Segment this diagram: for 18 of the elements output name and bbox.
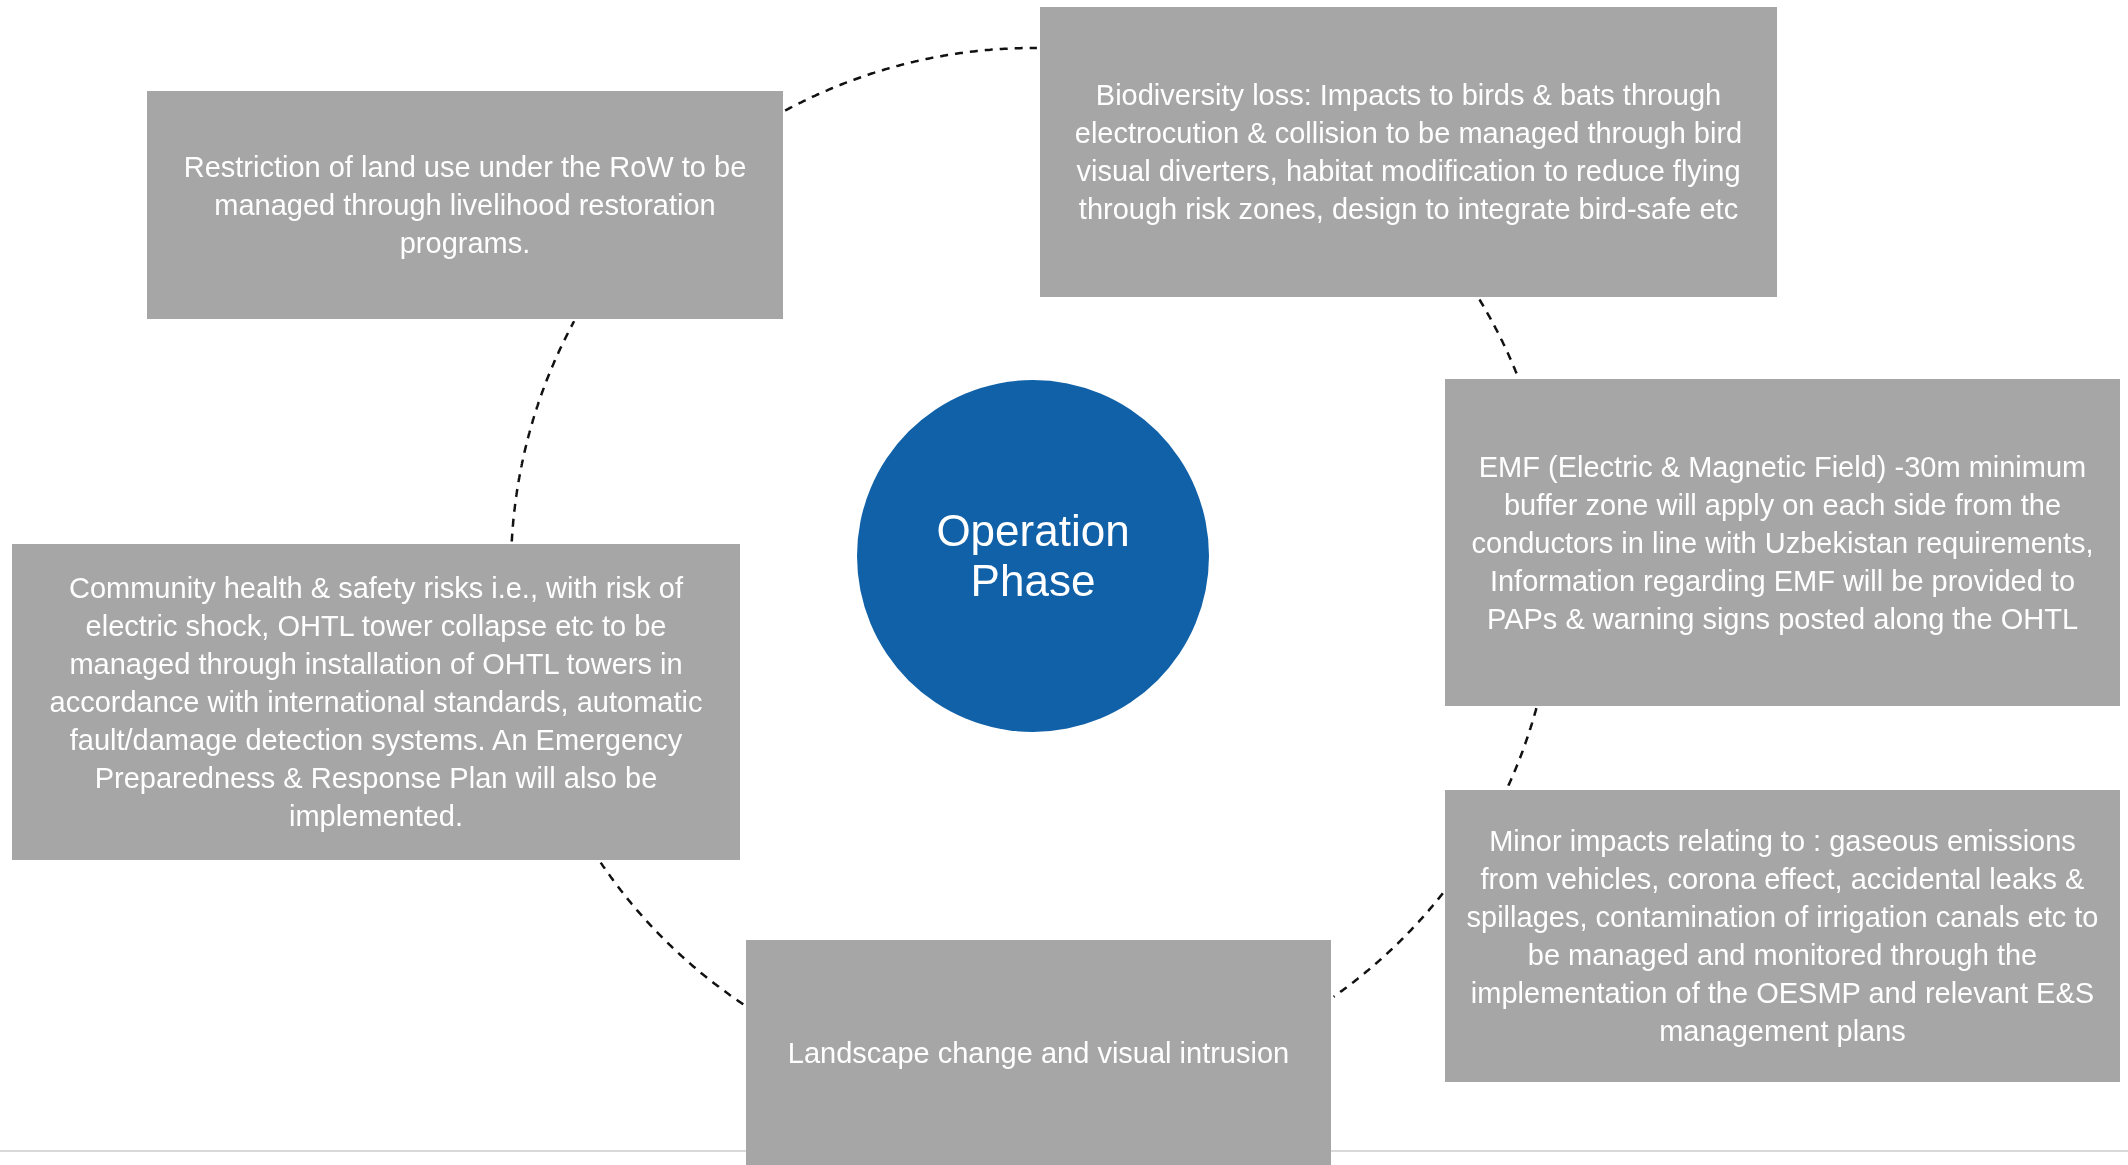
dashed-connector <box>1506 707 1538 789</box>
impact-text: Landscape change and visual intrusion <box>787 1035 1290 1071</box>
impact-text: Restriction of land use under the RoW to be managed through livelihood restoration programs. <box>182 150 748 261</box>
dashed-connector <box>599 861 744 1006</box>
impact-text: Biodiversity loss: Impacts to birds & bats through electrocution & collision to be managed through bird visual diverters, habitat modification to reduce flying through risk zones, design to integrate bird-safe etc <box>1073 78 1744 227</box>
impact-box <box>1040 7 1777 297</box>
impact-text: EMF (Electric & Magnetic Field) -30m minimum buffer zone will apply on each side from the conductors in line with Uzbekistan requirements, Information regarding EMF will be provided to PAPs & warning signs posted along the OHTL <box>1470 449 2095 637</box>
impact-box <box>1445 379 2120 706</box>
impact-box <box>12 544 740 860</box>
dashed-connector <box>510 320 576 543</box>
dashed-connector <box>1332 892 1444 998</box>
impact-text: Community health & safety risks i.e., with risk of electric shock, OHTL tower collapse etc to be managed through installation of OHTL towers in accordance with international standards, automatic fault/damage detection systems. An Emergency Preparedness & Response Plan will also be implemented. <box>48 571 704 834</box>
dashed-connector <box>784 46 1037 112</box>
impact-text: Minor impacts relating to : gaseous emissions from vehicles, corona effect, accidental leaks & spillages, contamination of irrigation canals etc to be managed and monitored through the implementation of the OESMP and relevant E&S management plans <box>1465 824 2100 1049</box>
impact-box <box>1445 790 2120 1082</box>
phase-title: Operation Phase <box>935 506 1131 606</box>
impact-box <box>147 91 783 319</box>
impact-box <box>746 940 1331 1165</box>
